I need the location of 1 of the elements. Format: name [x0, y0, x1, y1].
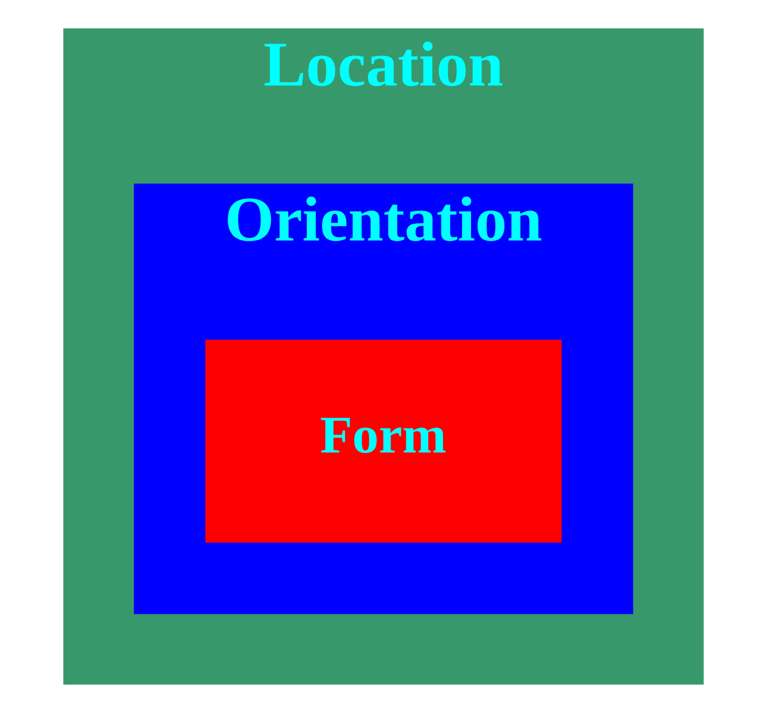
node-box: Form [204, 340, 562, 543]
